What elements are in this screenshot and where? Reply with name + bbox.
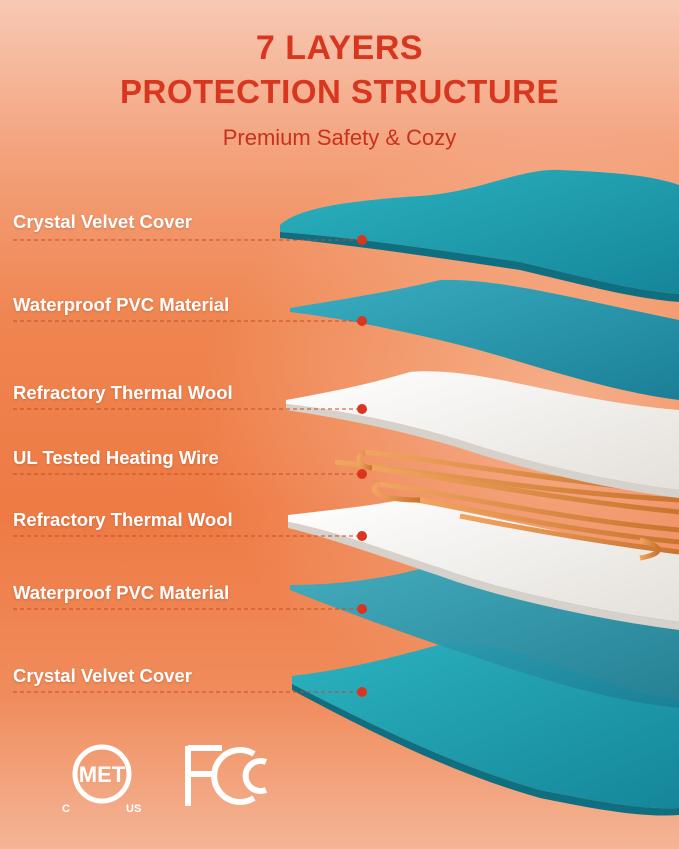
- title-line-1: 7 LAYERS: [255, 29, 424, 67]
- layer-1-velvet-shape: [280, 169, 679, 302]
- marker-dot-3: [357, 404, 367, 414]
- layer-label-7: Crystal Velvet Cover: [13, 665, 192, 686]
- layer-2-pvc-shape: [290, 279, 679, 400]
- marker-dot-4: [357, 469, 367, 479]
- layer-5-wool-shape: [288, 500, 679, 630]
- marker-dot-2: [357, 316, 367, 326]
- layer-label-6: Waterproof PVC Material: [13, 582, 230, 603]
- met-text: MET: [79, 762, 126, 787]
- marker-dot-5: [357, 531, 367, 541]
- layer-label-5: Refractory Thermal Wool: [13, 509, 233, 530]
- layer-label-1: Crystal Velvet Cover: [13, 211, 192, 232]
- met-certification-icon: MET C US: [62, 744, 141, 815]
- met-right-text: US: [126, 803, 141, 815]
- marker-dot-6: [357, 604, 367, 614]
- title-line-2: PROTECTION STRUCTURE: [120, 73, 559, 110]
- layer-label-4: UL Tested Heating Wire: [13, 447, 219, 468]
- subtitle: Premium Safety & Cozy: [222, 125, 457, 150]
- met-left-text: C: [62, 803, 70, 815]
- layer-label-2: Waterproof PVC Material: [13, 294, 230, 315]
- layer-3-wool-shape: [286, 371, 679, 498]
- layer-label-3: Refractory Thermal Wool: [13, 382, 233, 403]
- marker-dot-1: [357, 235, 367, 245]
- fcc-logo-icon: [185, 745, 268, 806]
- marker-dot-7: [357, 687, 367, 697]
